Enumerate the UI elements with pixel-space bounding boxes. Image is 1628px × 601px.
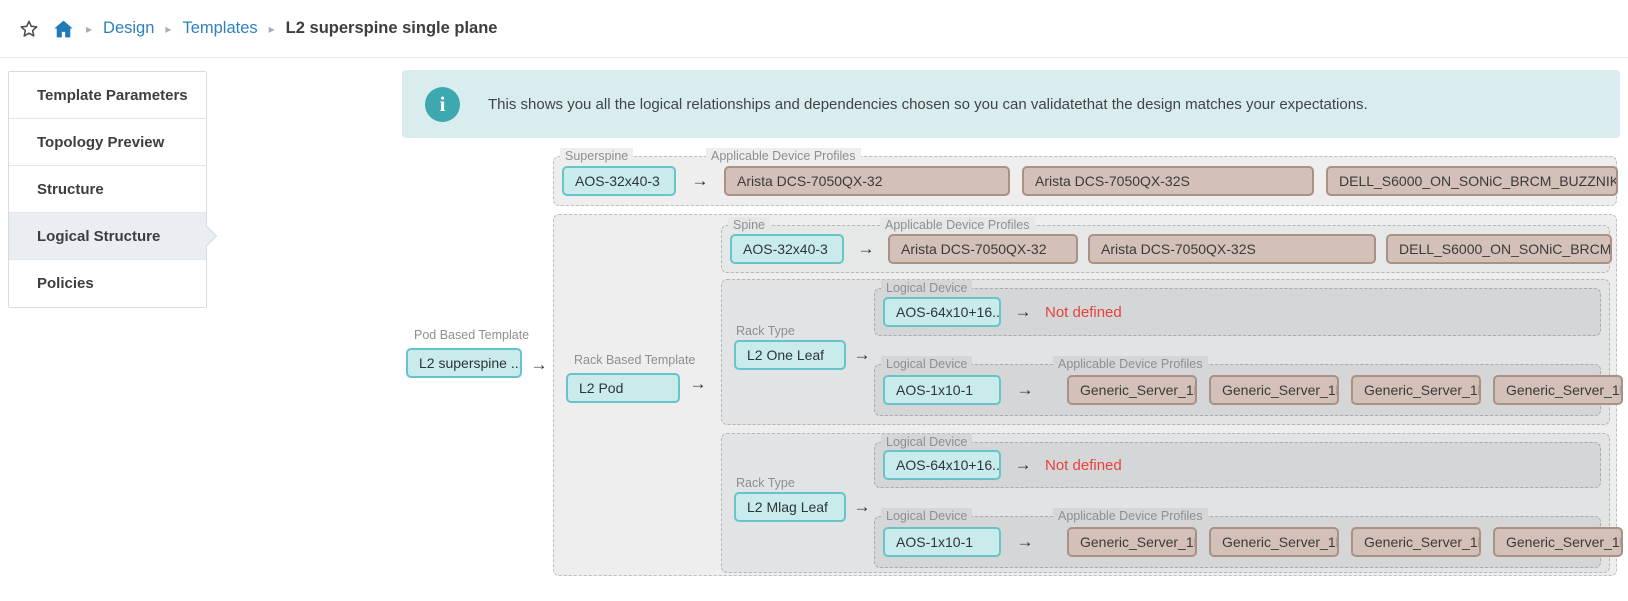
superspine-legend: Superspine bbox=[560, 148, 634, 164]
breadcrumb-link-templates[interactable]: Templates bbox=[182, 19, 258, 37]
logical-device-chip[interactable]: AOS-64x10+16... bbox=[883, 450, 1001, 480]
rack-type-label: Rack Type bbox=[736, 476, 795, 490]
arrow-icon: → bbox=[530, 355, 548, 374]
rack-section-l2-one-leaf: Rack Type L2 One Leaf → Logical Device A… bbox=[721, 279, 1623, 425]
sidebar-item-label: Structure bbox=[37, 180, 104, 198]
info-banner: i This shows you all the logical relatio… bbox=[402, 70, 1620, 138]
device-profile-chip[interactable]: Arista DCS-7050QX-32S bbox=[1088, 234, 1376, 264]
logical-device-row-content: AOS-1x10-1 → Generic_Server_1R... Generi… bbox=[875, 517, 1623, 567]
info-icon-glyph: i bbox=[439, 91, 446, 116]
superspine-row-content: AOS-32x40-3 → Arista DCS-7050QX-32 Arist… bbox=[554, 157, 1618, 205]
chevron-right-icon: ▸ bbox=[86, 21, 93, 36]
device-profile-chip[interactable]: Generic_Server_1R... bbox=[1067, 527, 1197, 557]
arrow-icon: → bbox=[853, 497, 871, 516]
logical-device-row-servers: Logical Device Applicable Device Profile… bbox=[874, 356, 1623, 416]
sidebar-item-label: Template Parameters bbox=[37, 86, 188, 104]
arrow-icon: → bbox=[857, 239, 875, 258]
logical-device-row-content: AOS-64x10+16... → Not defined bbox=[875, 443, 1600, 487]
logical-device-row-content: AOS-1x10-1 → Generic_Server_1R... Generi… bbox=[875, 365, 1623, 415]
sidebar-item-label: Logical Structure bbox=[37, 227, 161, 245]
device-profile-chip[interactable]: Arista DCS-7050QX-32 bbox=[724, 166, 1010, 196]
device-profile-chip[interactable]: Generic_Server_1R... bbox=[1493, 375, 1623, 405]
sidebar-item-logical-structure[interactable]: Logical Structure bbox=[9, 213, 218, 260]
spine-legend: Spine bbox=[728, 217, 770, 233]
logical-device-legend: Logical Device bbox=[881, 508, 973, 524]
device-profile-chip[interactable]: Generic_Server_1R... bbox=[1493, 527, 1623, 557]
arrow-icon: → bbox=[1016, 532, 1034, 551]
star-outline-icon[interactable] bbox=[18, 18, 40, 40]
logical-device-row-leaf: Logical Device AOS-64x10+16... → Not def… bbox=[874, 280, 1601, 336]
rack-type-label: Rack Type bbox=[736, 324, 795, 338]
info-banner-message: This shows you all the logical relations… bbox=[488, 95, 1368, 113]
sidebar-item-label: Policies bbox=[37, 275, 94, 292]
device-profile-chip[interactable]: DELL_S6000_ON_SONiC_BRCM_BUZZ... bbox=[1386, 234, 1612, 264]
device-profile-chip[interactable]: Generic_Server_1R... bbox=[1209, 527, 1339, 557]
logical-device-chip[interactable]: AOS-64x10+16... bbox=[883, 297, 1001, 327]
applicable-device-profiles-legend: Applicable Device Profiles bbox=[1053, 356, 1208, 372]
logical-device-legend: Logical Device bbox=[881, 280, 973, 296]
logical-device-row-leaf: Logical Device AOS-64x10+16... → Not def… bbox=[874, 434, 1601, 488]
device-profile-chip[interactable]: Generic_Server_1R... bbox=[1067, 375, 1197, 405]
home-icon[interactable] bbox=[52, 18, 75, 40]
arrow-icon: → bbox=[1016, 380, 1034, 399]
applicable-device-profiles-legend: Applicable Device Profiles bbox=[880, 217, 1035, 233]
logical-device-chip[interactable]: AOS-1x10-1 bbox=[883, 527, 1001, 557]
chevron-right-icon: ▸ bbox=[268, 21, 275, 36]
arrow-icon: → bbox=[853, 345, 871, 364]
spine-row-content: AOS-32x40-3 → Arista DCS-7050QX-32 Arist… bbox=[722, 226, 1612, 272]
chevron-right-icon: ▸ bbox=[165, 21, 172, 36]
spine-row: Spine Applicable Device Profiles AOS-32x… bbox=[721, 217, 1612, 273]
device-profile-chip[interactable]: Generic_Server_1R... bbox=[1351, 375, 1481, 405]
device-profile-chip[interactable]: DELL_S6000_ON_SONiC_BRCM_BUZZNIK_PLUS bbox=[1326, 166, 1618, 196]
device-profile-chip[interactable]: Generic_Server_1R... bbox=[1351, 527, 1481, 557]
not-defined-status: Not defined bbox=[1045, 456, 1122, 474]
rack-type-chip[interactable]: L2 Mlag Leaf bbox=[734, 492, 846, 522]
arrow-icon: → bbox=[689, 374, 707, 393]
rack-type-chip[interactable]: L2 One Leaf bbox=[734, 340, 846, 370]
device-profile-chip[interactable]: Generic_Server_1R... bbox=[1209, 375, 1339, 405]
rack-based-template-group: Rack Based Template L2 Pod bbox=[566, 353, 695, 403]
sidebar-item-label: Topology Preview bbox=[37, 133, 165, 151]
spine-device-chip[interactable]: AOS-32x40-3 bbox=[730, 234, 844, 264]
rack-template-chip[interactable]: L2 Pod bbox=[566, 373, 680, 403]
sidebar-item-policies[interactable]: Policies bbox=[9, 260, 206, 307]
rack-based-template-label: Rack Based Template bbox=[574, 353, 696, 367]
breadcrumb-link-design[interactable]: Design bbox=[103, 19, 155, 37]
applicable-device-profiles-legend: Applicable Device Profiles bbox=[706, 148, 861, 164]
logical-device-chip[interactable]: AOS-1x10-1 bbox=[883, 375, 1001, 405]
arrow-icon: → bbox=[1014, 302, 1032, 321]
superspine-device-chip[interactable]: AOS-32x40-3 bbox=[562, 166, 676, 196]
breadcrumb-bar: ▸ Design ▸ Templates ▸ L2 superspine sin… bbox=[0, 0, 1628, 58]
logical-device-row-content: AOS-64x10+16... → Not defined bbox=[875, 289, 1600, 335]
logical-device-legend: Logical Device bbox=[881, 434, 973, 450]
device-profile-chip[interactable]: Arista DCS-7050QX-32 bbox=[888, 234, 1078, 264]
logical-device-legend: Logical Device bbox=[881, 356, 973, 372]
arrow-icon: → bbox=[1014, 455, 1032, 474]
applicable-device-profiles-legend: Applicable Device Profiles bbox=[1053, 508, 1208, 524]
pod-based-template-label: Pod Based Template bbox=[414, 328, 530, 342]
pod-based-template-group: Pod Based Template L2 superspine ... bbox=[406, 328, 529, 378]
sidebar-item-template-parameters[interactable]: Template Parameters bbox=[9, 72, 206, 119]
sidebar: Template Parameters Topology Preview Str… bbox=[8, 71, 218, 308]
pod-container: Rack Based Template L2 Pod → Spine Appli… bbox=[553, 214, 1623, 576]
info-icon: i bbox=[425, 86, 460, 122]
not-defined-status: Not defined bbox=[1045, 303, 1122, 321]
arrow-icon: → bbox=[691, 171, 709, 190]
sidebar-item-topology-preview[interactable]: Topology Preview bbox=[9, 119, 206, 166]
selected-item-arrow bbox=[195, 225, 218, 247]
pod-template-chip[interactable]: L2 superspine ... bbox=[406, 348, 522, 378]
sidebar-item-structure[interactable]: Structure bbox=[9, 166, 206, 213]
rack-section-l2-mlag-leaf: Rack Type L2 Mlag Leaf → Logical Device … bbox=[721, 433, 1623, 573]
superspine-row: Superspine Applicable Device Profiles AO… bbox=[553, 148, 1618, 206]
breadcrumb-current: L2 superspine single plane bbox=[285, 19, 498, 37]
device-profile-chip[interactable]: Arista DCS-7050QX-32S bbox=[1022, 166, 1314, 196]
logical-device-row-servers: Logical Device Applicable Device Profile… bbox=[874, 508, 1623, 568]
